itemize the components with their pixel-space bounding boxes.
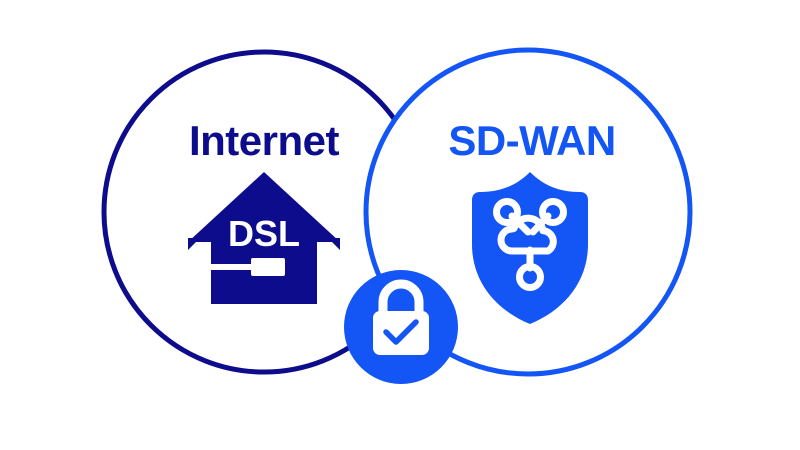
lock-check-badge[interactable] bbox=[344, 270, 458, 384]
lock-body bbox=[373, 311, 429, 355]
dsl-house-icon: DSL bbox=[188, 172, 340, 304]
shield-network-icon bbox=[472, 172, 588, 324]
check-icon bbox=[383, 319, 419, 345]
dsl-house-icon-text: DSL bbox=[228, 213, 300, 254]
sdwan-circle-label: SD-WAN bbox=[448, 117, 615, 164]
internet-circle-label: Internet bbox=[189, 117, 340, 164]
